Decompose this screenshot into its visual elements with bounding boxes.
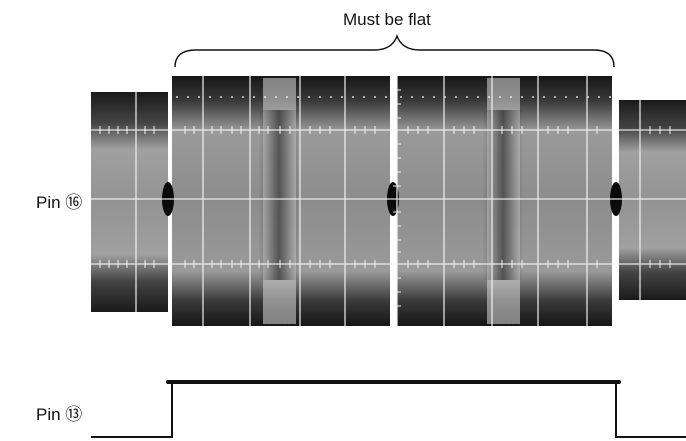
pin-16-label: Pin ⑯ bbox=[36, 193, 83, 212]
right-side-band bbox=[619, 100, 686, 300]
brace bbox=[174, 33, 615, 68]
left-side-band bbox=[91, 92, 168, 312]
must-be-flat-label: Must be flat bbox=[343, 10, 431, 29]
pin-13-waveform bbox=[91, 382, 686, 438]
graticule bbox=[91, 76, 686, 326]
pin-13-label: Pin ⑬ bbox=[36, 405, 83, 424]
